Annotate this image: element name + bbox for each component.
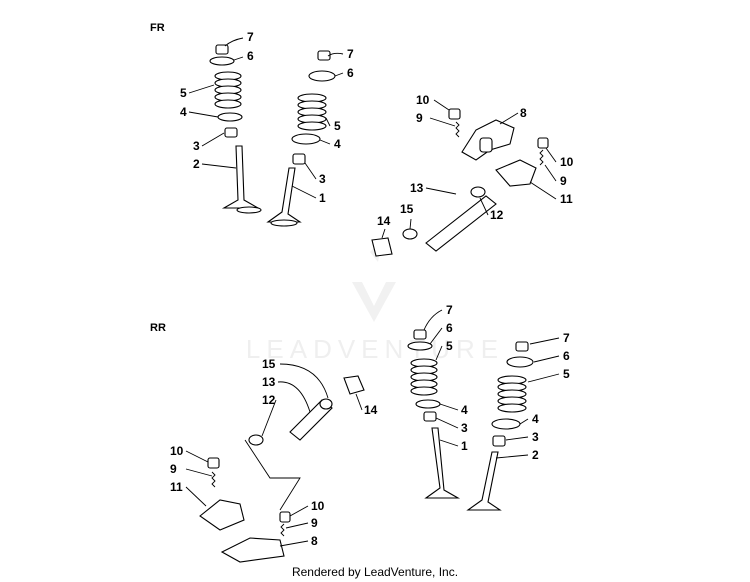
- callout: 7: [247, 30, 254, 44]
- rr-valve-group-left: 7 6 5 4 3 1: [407, 303, 468, 499]
- valve-cotter: [215, 44, 229, 55]
- rocker-shaft: [425, 195, 497, 252]
- callout: 3: [319, 172, 326, 186]
- callout: 6: [247, 49, 254, 63]
- shaft-plug: [343, 375, 365, 395]
- callout: 2: [532, 448, 539, 462]
- valve-spring: [214, 71, 242, 109]
- callout: 11: [560, 192, 573, 206]
- callout: 5: [180, 86, 187, 100]
- callout: 13: [262, 375, 276, 389]
- callout: 4: [334, 137, 341, 151]
- callout: 15: [262, 357, 276, 371]
- intake-valve: [466, 451, 502, 511]
- rr-rocker-assembly: 15 13 12 14 10 9 11 10 9 8: [170, 357, 378, 563]
- footer-credit: Rendered by LeadVenture, Inc.: [292, 565, 458, 579]
- callout: 3: [532, 430, 539, 444]
- callout: 12: [490, 208, 504, 222]
- callout: 10: [416, 93, 430, 107]
- callout: 14: [377, 214, 391, 228]
- watermark-text: LEADVENTURE: [246, 334, 504, 364]
- callout: 7: [347, 47, 354, 61]
- shaft-plug: [371, 237, 393, 257]
- callout: 4: [180, 105, 187, 119]
- callout: 4: [461, 403, 468, 417]
- washer: [470, 186, 486, 198]
- callout: 3: [461, 421, 468, 435]
- callout: 3: [193, 139, 200, 153]
- callout: 9: [170, 462, 177, 476]
- callout: 9: [416, 111, 423, 125]
- spring-retainer: [209, 56, 235, 66]
- callout: 10: [170, 444, 184, 458]
- callout: 9: [311, 516, 318, 530]
- callout: 14: [364, 403, 378, 417]
- callout: 7: [563, 331, 570, 345]
- lock-nut: [448, 108, 461, 120]
- callout: 9: [560, 174, 567, 188]
- callout: 6: [347, 66, 354, 80]
- callout: 4: [532, 412, 539, 426]
- rocker-arm-2: [220, 537, 285, 563]
- callout: 2: [193, 157, 200, 171]
- lock-nut: [207, 457, 220, 469]
- callout: 6: [446, 321, 453, 335]
- fr-rocker-assembly: 10 9 8 10 9 11 13 15 14 12: [371, 93, 574, 257]
- callout: 5: [446, 339, 453, 353]
- section-label-front: FR: [150, 22, 165, 34]
- callout: 10: [311, 499, 325, 513]
- rocker-arm: [199, 499, 245, 531]
- valve-stem-seal: [224, 127, 238, 138]
- callout: 10: [560, 155, 574, 169]
- callout: 7: [446, 303, 453, 317]
- callout: 8: [520, 106, 527, 120]
- o-ring: [402, 228, 418, 240]
- callout: 8: [311, 534, 318, 548]
- callout: 15: [400, 202, 414, 216]
- rr-valve-group-right: 7 6 5 4 3 2: [466, 331, 570, 511]
- callout: 13: [410, 181, 424, 195]
- section-label-rear: RR: [150, 322, 166, 334]
- callout: 5: [334, 119, 341, 133]
- washer: [248, 434, 264, 446]
- spring-seat: [217, 112, 243, 122]
- rocker-arm-2: [495, 159, 537, 187]
- callout: 12: [262, 393, 276, 407]
- watermark: LEADVENTURE: [246, 240, 504, 364]
- fr-valve-group-right: 7 6 5 4 3 1: [266, 47, 354, 227]
- callout: 1: [461, 439, 468, 453]
- fr-valve-group-left: 7 6 5 4 3 2: [180, 30, 262, 214]
- intake-valve: [266, 167, 302, 223]
- exhaust-valve: [221, 145, 261, 209]
- callout: 6: [563, 349, 570, 363]
- exhaust-valve: [424, 427, 461, 499]
- o-ring: [319, 398, 333, 410]
- callout: 1: [319, 191, 326, 205]
- rocker-shaft: [289, 399, 333, 441]
- callout: 11: [170, 480, 183, 494]
- callout: 5: [563, 367, 570, 381]
